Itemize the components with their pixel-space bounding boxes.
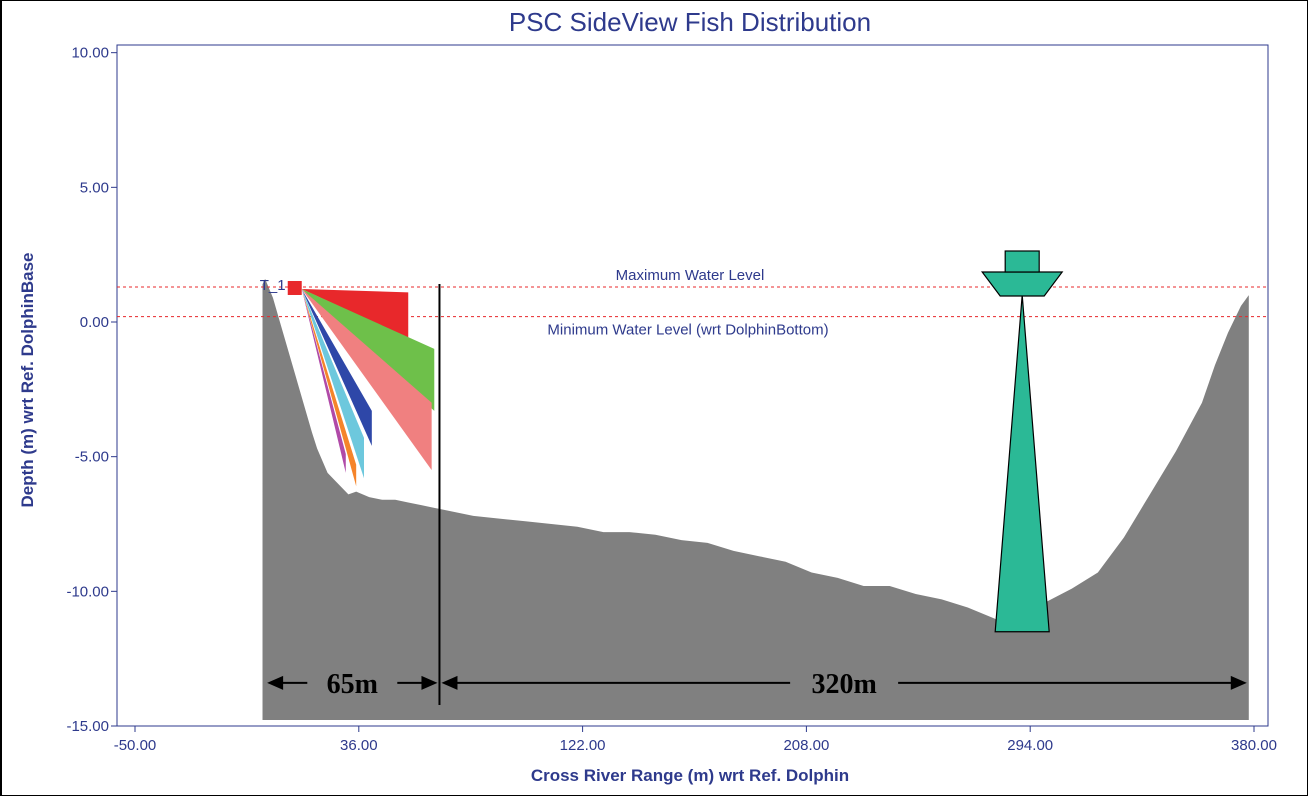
beam-5 <box>301 288 365 479</box>
x-axis-label: Cross River Range (m) wrt Ref. Dolphin <box>531 766 849 785</box>
dimension-arrow-left-2 <box>441 675 458 690</box>
max-water-level-label: Maximum Water Level <box>616 267 765 284</box>
dimension-arrow-right-1 <box>421 675 438 690</box>
transducer-label: T_1 <box>260 277 286 294</box>
y-axis-label: Depth (m) wrt Ref. DolphinBase <box>18 252 37 507</box>
chart-title: PSC SideView Fish Distribution <box>509 7 871 37</box>
plot-border <box>116 44 1269 727</box>
structure-cabin <box>1004 250 1040 273</box>
transducer-marker <box>287 280 302 295</box>
dimension-label-1: 65m <box>327 669 378 700</box>
beam-6 <box>301 288 357 487</box>
beam-7 <box>301 288 346 473</box>
structure-pylon <box>994 295 1050 633</box>
y-tick-label-5: -15.00 <box>66 718 109 735</box>
x-tick-label-1: 36.00 <box>340 737 378 754</box>
x-tick-label-0: -50.00 <box>114 737 157 754</box>
y-tick-label-4: -10.00 <box>66 583 109 600</box>
min-water-level-label: Minimum Water Level (wrt DolphinBottom) <box>547 322 828 339</box>
dimension-arrow-left-1 <box>267 675 284 690</box>
x-tick-label-4: 294.00 <box>1007 737 1053 754</box>
y-tick-label-1: 5.00 <box>80 179 109 196</box>
x-tick-label-3: 208.00 <box>783 737 829 754</box>
riverbed-area <box>262 278 1249 720</box>
structure-deck <box>980 271 1064 297</box>
x-tick-label-2: 122.00 <box>560 737 606 754</box>
y-tick-label-2: 0.00 <box>80 314 109 331</box>
y-tick-label-0: 10.00 <box>71 45 109 62</box>
y-tick-label-3: -5.00 <box>75 449 109 466</box>
beam-3 <box>301 288 432 471</box>
x-tick-label-5: 380.00 <box>1231 737 1277 754</box>
beam-4 <box>301 288 372 446</box>
dimension-label-2: 320m <box>811 669 876 700</box>
dimension-arrow-right-2 <box>1230 675 1247 690</box>
